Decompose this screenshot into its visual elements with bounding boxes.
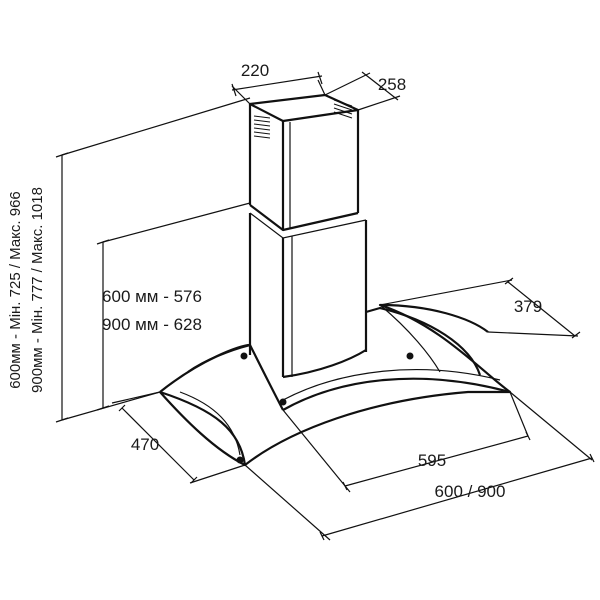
dim-chimney-depth: [324, 71, 401, 111]
dim-canopy-depth: [379, 277, 581, 339]
glass-back-left: [159, 343, 251, 393]
bolt: [279, 398, 287, 406]
bolt: [406, 352, 414, 360]
bolt: [236, 456, 244, 464]
label-height-600: 600мм - Мін. 725 / Макс. 966: [7, 191, 24, 389]
label-canopy-depth: 379: [514, 297, 542, 316]
label-chimney-900: 900 мм - 628: [102, 315, 202, 334]
dim-total-height: [55, 97, 251, 423]
bolt: [240, 352, 248, 360]
canopy: [159, 303, 512, 467]
label-side-depth: 470: [131, 435, 159, 454]
label-chimney-width: 220: [241, 61, 269, 80]
dim-side-depth: [111, 391, 246, 484]
label-total-width: 600 / 900: [435, 482, 506, 501]
vent-grille-right: [333, 99, 353, 119]
glass-panel-outline: [159, 303, 512, 467]
glass-front-curve: [282, 377, 511, 411]
label-inner-width: 595: [418, 451, 446, 470]
chimney-joint: [249, 204, 359, 232]
label-chimney-depth: 258: [378, 75, 406, 94]
label-chimney-600: 600 мм - 576: [102, 287, 202, 306]
dim-chimney-height: [96, 202, 251, 411]
label-height-900: 900мм - Мін. 777 / Макс. 1018: [29, 187, 46, 393]
chimney: [248, 93, 368, 377]
dim-total-width: [244, 391, 595, 541]
dim-chimney-width: [231, 71, 326, 105]
dim-inner-width: [282, 391, 531, 493]
vent-grille-left: [253, 115, 271, 139]
